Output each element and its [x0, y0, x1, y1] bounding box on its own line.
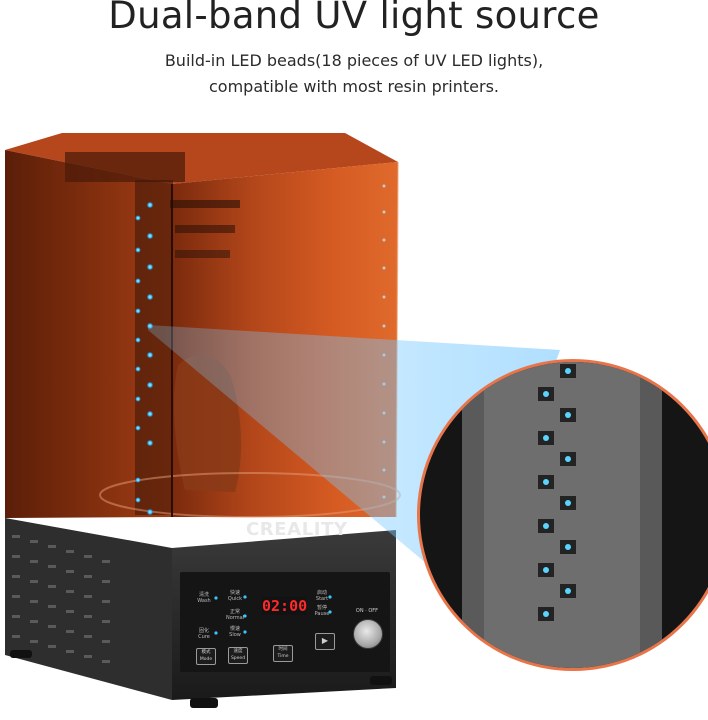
play-pause-button[interactable]: ▶ [315, 633, 335, 650]
subtitle-line-2: compatible with most resin printers. [209, 77, 499, 96]
subtitle-line-1: Build-in LED beads(18 pieces of UV LED l… [164, 51, 544, 70]
base-left-side [5, 518, 172, 700]
brand-logo: CREALITY [246, 519, 348, 540]
play-pause-icon: ▶ [321, 636, 329, 645]
zoom-led-chips [538, 364, 576, 621]
cover-left-side [5, 150, 172, 518]
timer-display: 02:00 [262, 597, 308, 615]
cover-top [5, 133, 398, 184]
power-label: ON · OFF [355, 608, 379, 614]
power-button[interactable] [353, 619, 383, 649]
page-title: Dual-band UV light source [108, 0, 600, 37]
